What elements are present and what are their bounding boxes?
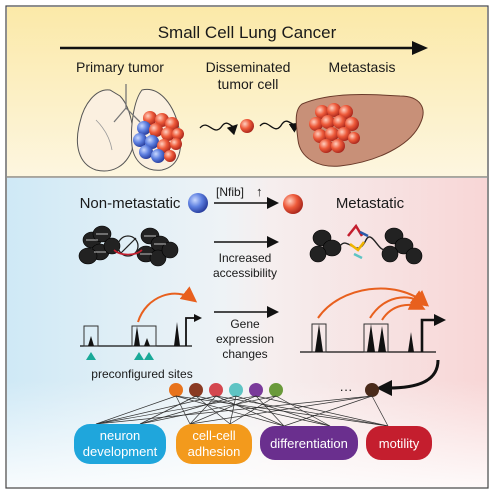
program-connector-line (95, 395, 257, 425)
left-peak-4 (174, 322, 180, 346)
accessibility-label-2: accessibility (213, 266, 277, 280)
left-peak-1 (88, 336, 94, 346)
program-label-adhesion-2: adhesion (188, 444, 241, 459)
program-box-differentiation: differentiation (260, 426, 358, 460)
program-box-adhesion: cell-cell adhesion (176, 424, 252, 464)
gene-program-dot (189, 383, 203, 397)
dissemination-squiggle-1 (199, 122, 238, 136)
progression-arrowhead (412, 41, 428, 55)
program-connector-line (371, 395, 389, 427)
program-connector-line (189, 395, 257, 425)
right-orange-loops (317, 287, 430, 321)
blocked-site-circle (117, 235, 139, 257)
nfib-label: [Nfib] (216, 185, 244, 199)
right-peak-3 (378, 326, 386, 352)
right-peak-4 (408, 332, 414, 352)
expression-label-1: Gene (230, 317, 260, 331)
program-label-neuron-1: neuron (100, 428, 140, 443)
gene-program-dot (249, 383, 263, 397)
disseminated-cell (240, 119, 254, 133)
gene-program-dots (169, 383, 379, 397)
gene-program-dot (209, 383, 223, 397)
bound-factor-yellow (349, 241, 365, 252)
left-promoter (185, 317, 196, 346)
dissemination-squiggle-2 (259, 120, 301, 133)
blocked-site-slash (119, 237, 137, 255)
non-metastatic-cell (188, 193, 208, 213)
right-promoter-head (434, 314, 446, 326)
stage-metastasis-label: Metastasis (329, 59, 396, 75)
program-connector-line (139, 395, 277, 425)
program-connector-line (175, 395, 191, 425)
program-connector-line (95, 395, 177, 425)
program-connector-line (255, 395, 389, 427)
left-peak-3 (144, 338, 150, 346)
bound-factor-blue (359, 230, 369, 238)
expression-label-3: changes (222, 347, 267, 361)
program-connector-line (95, 395, 373, 425)
program-label-differentiation: differentiation (270, 436, 348, 451)
left-promoter-head (194, 314, 202, 322)
program-connector-line (275, 395, 331, 427)
program-label-neuron-2: development (83, 444, 158, 459)
program-connectors (95, 395, 389, 427)
non-metastatic-label: Non-metastatic (80, 195, 181, 212)
left-orange-loop (137, 286, 198, 323)
program-connector-line (189, 395, 217, 425)
title: Small Cell Lung Cancer (158, 23, 337, 42)
program-curved-arrow (387, 359, 440, 390)
right-site-box-2 (363, 323, 389, 353)
program-box-motility: motility (366, 426, 432, 460)
closed-dna-segment (113, 249, 143, 256)
program-connector-line (95, 395, 217, 425)
metastatic-label: Metastatic (336, 195, 405, 212)
gene-program-dot (365, 383, 379, 397)
program-connector-line (139, 395, 237, 425)
program-connector-line (229, 395, 277, 425)
program-connector-line (139, 395, 197, 425)
nfib-up-arrow: ↑ (256, 184, 263, 199)
left-peak-2 (134, 326, 140, 346)
preconfigured-sites-label: preconfigured sites (91, 367, 192, 381)
gene-program-dot (269, 383, 283, 397)
open-chromatin (309, 227, 423, 265)
metastatic-cell (283, 194, 303, 214)
program-box-neuron: neuron development (74, 424, 166, 464)
program-label-motility: motility (379, 436, 420, 451)
expression-label-2: expression (216, 332, 274, 346)
closed-chromatin-lines (86, 233, 166, 255)
bound-factor-teal (353, 252, 363, 260)
preconfigured-site-markers (86, 352, 154, 360)
accessibility-label-1: Increased (219, 251, 272, 265)
dots-ellipsis: ··· (340, 382, 353, 397)
metastasis-cluster (309, 103, 360, 153)
primary-tumor (133, 111, 184, 163)
program-connector-line (255, 395, 285, 427)
program-connector-line (195, 395, 231, 425)
gene-program-dot (169, 383, 183, 397)
program-connector-line (189, 395, 373, 425)
program-connector-line (283, 395, 373, 427)
right-peak-2 (367, 324, 375, 352)
right-peak-1 (315, 324, 323, 352)
right-promoter (420, 318, 436, 352)
program-curved-arrowhead (376, 380, 392, 396)
stage-primary-label: Primary tumor (76, 59, 164, 75)
stage-disseminated-label-2: tumor cell (218, 76, 279, 92)
gene-program-dot (229, 383, 243, 397)
program-label-adhesion-1: cell-cell (192, 428, 235, 443)
stage-disseminated-label-1: Disseminated (206, 59, 291, 75)
open-dna-strand (337, 236, 387, 251)
